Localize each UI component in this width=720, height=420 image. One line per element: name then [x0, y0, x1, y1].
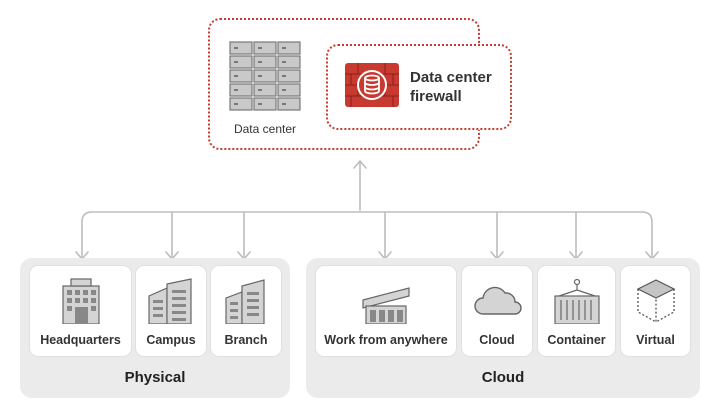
card-headquarters[interactable]: Headquarters — [30, 266, 131, 356]
card-work-from-anywhere[interactable]: Work from anywhere — [316, 266, 456, 356]
card-container[interactable]: Container — [538, 266, 615, 356]
card-label: Cloud — [479, 333, 515, 347]
card-label: Headquarters — [40, 333, 121, 347]
container-icon — [553, 278, 600, 324]
card-label: Virtual — [636, 333, 675, 347]
card-label: Branch — [224, 333, 268, 347]
card-branch[interactable]: Branch — [211, 266, 281, 356]
server-rack-icon — [229, 41, 301, 111]
firewall-label: Data center firewall — [410, 68, 506, 106]
office-tower-icon — [61, 278, 100, 324]
data-center-label: Data center — [233, 122, 297, 136]
cloud-icon — [474, 286, 522, 315]
card-label: Container — [547, 333, 606, 347]
card-cloud[interactable]: Cloud — [462, 266, 532, 356]
firewall-label-line1: Data center — [410, 69, 492, 86]
card-label: Work from anywhere — [324, 333, 448, 347]
physical-group-label: Physical — [124, 369, 186, 386]
card-label: Campus — [146, 333, 196, 347]
firewall-label-line2: firewall — [410, 88, 462, 105]
campus-buildings-icon — [148, 278, 192, 324]
virtual-cube-icon — [636, 279, 675, 324]
branch-building-icon — [225, 279, 265, 324]
remote-office-icon — [362, 287, 410, 324]
firewall-database-icon — [345, 63, 399, 107]
card-virtual[interactable]: Virtual — [621, 266, 690, 356]
card-campus[interactable]: Campus — [136, 266, 206, 356]
cloud-group-label: Cloud — [481, 369, 525, 386]
